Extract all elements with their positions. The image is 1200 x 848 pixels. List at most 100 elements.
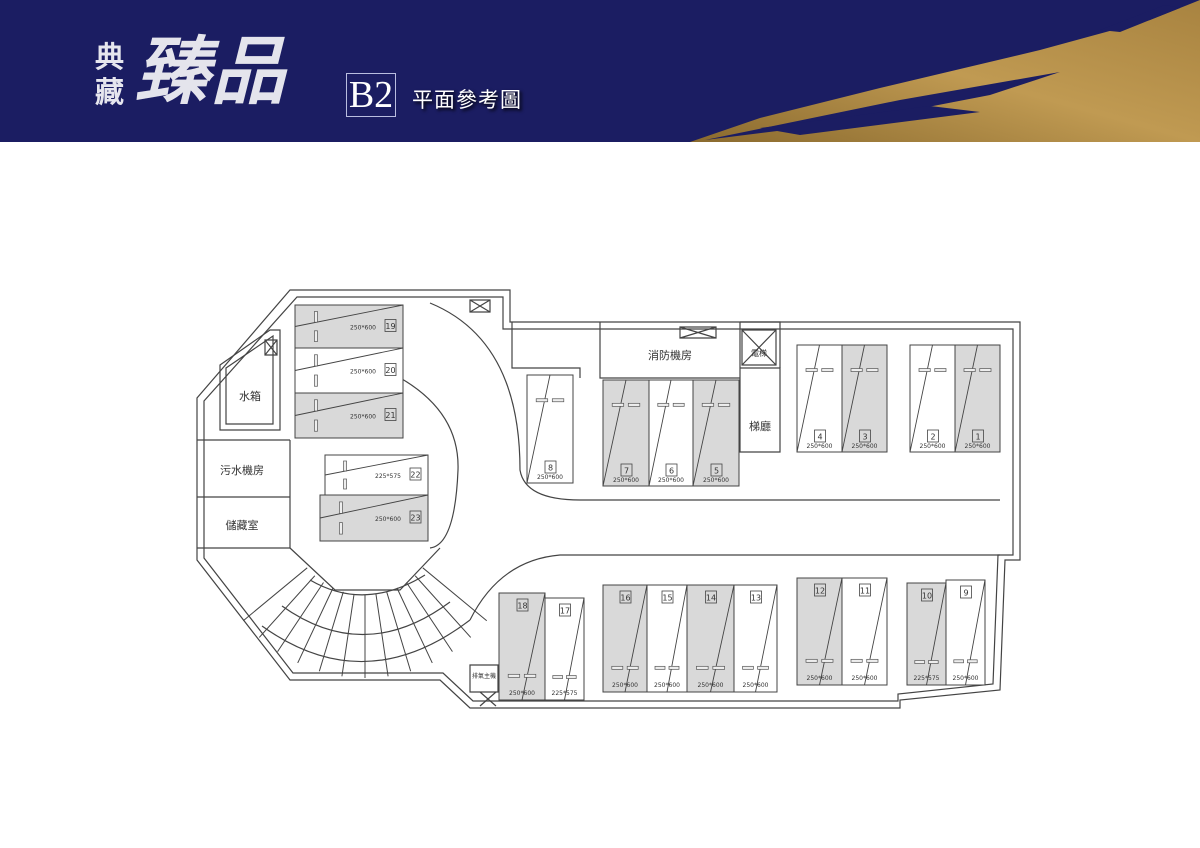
wheel-stop <box>654 665 666 670</box>
stall-number: 11 <box>860 587 870 596</box>
stall-number: 13 <box>751 594 761 603</box>
wheel-stop <box>821 368 834 372</box>
stall-number: 16 <box>620 594 630 603</box>
stall-size: 250*600 <box>703 477 729 484</box>
stall-size: 250*600 <box>852 443 878 450</box>
stall-turn-guide <box>294 392 404 438</box>
wheel-stop <box>507 673 521 678</box>
wheel-stop <box>821 658 834 663</box>
stair-tread <box>341 594 355 677</box>
stall-number: 19 <box>385 322 395 331</box>
stall-turn-guide <box>324 454 429 495</box>
stall-number: 18 <box>517 602 527 611</box>
stall-number: 14 <box>706 594 716 603</box>
stair-tread <box>414 575 472 638</box>
stall-number-box <box>384 363 397 376</box>
stall-number-box <box>972 429 984 443</box>
stair-tread <box>318 591 344 672</box>
stall-number: 7 <box>624 467 629 476</box>
stair-tread <box>396 587 433 664</box>
stall-turn-guide <box>647 584 688 693</box>
stall-size: 250*600 <box>350 325 376 332</box>
wheel-stop <box>535 398 549 403</box>
stair-tread <box>406 582 453 652</box>
stall-size: 250*600 <box>698 682 724 689</box>
wheel-stop <box>979 368 992 372</box>
wheel-stop <box>523 673 537 678</box>
brand-prefix: 典藏 <box>95 40 125 109</box>
wheel-stop <box>672 402 685 407</box>
floor-label: B2 <box>346 73 396 117</box>
wheel-stop <box>701 402 715 407</box>
stall-number-box <box>384 408 397 421</box>
stall-outline <box>544 597 585 701</box>
stall-size: 225*575 <box>552 690 578 697</box>
wheel-stop <box>805 368 818 372</box>
wheel-stop <box>914 660 925 664</box>
stall-size: 250*600 <box>658 477 684 484</box>
room-elevator: 電梯 <box>751 348 767 358</box>
stall-size: 250*600 <box>350 414 376 421</box>
wheel-stop <box>627 402 641 407</box>
stall-outline <box>841 344 888 453</box>
wheel-stop <box>314 399 318 412</box>
stall-size: 250*600 <box>537 474 563 481</box>
stall-turn-guide <box>319 494 429 541</box>
stair-tread <box>277 582 324 652</box>
stall-number-box <box>620 463 633 477</box>
stall-number: 1 <box>975 433 980 442</box>
stall-number-box <box>544 460 557 474</box>
wheel-stop <box>314 374 318 387</box>
wheel-stop <box>657 402 670 407</box>
stall-number-box <box>859 583 871 597</box>
stall-number-box <box>665 463 678 477</box>
room-sewage: 污水機房 <box>220 463 264 477</box>
stair-tread <box>297 587 334 664</box>
stall-size: 250*600 <box>920 443 946 450</box>
wheel-stop <box>668 665 680 670</box>
stall-turn-guide <box>687 584 735 693</box>
stall-size: 250*600 <box>654 682 680 689</box>
stall-outline <box>602 379 650 487</box>
parking-stalls: 1250*6002250*6003250*6004250*6005250*600… <box>294 304 1001 701</box>
wheel-stop <box>552 675 563 679</box>
wheel-stop <box>611 665 624 670</box>
building-walls <box>196 289 1021 709</box>
stall-number-box <box>921 588 933 602</box>
wheel-stop <box>314 419 318 432</box>
stall-number-box <box>384 319 397 332</box>
stall-outline <box>796 344 843 453</box>
wheel-stop <box>551 398 565 403</box>
stall-outline <box>648 379 694 487</box>
stall-size: 250*600 <box>613 477 639 484</box>
stall-number-box <box>814 583 826 597</box>
stall-outline <box>692 379 740 487</box>
stall-size: 250*600 <box>807 443 833 450</box>
stall-turn-guide <box>499 592 546 701</box>
room-exhaust: 排氣主機 <box>472 672 496 680</box>
stall-number-box <box>409 510 422 524</box>
page-title: 平面參考圖 <box>412 88 522 112</box>
stall-turn-guide <box>796 344 842 453</box>
wheel-stop <box>757 665 769 670</box>
parking-stall-19: 19 250*600 <box>294 304 404 349</box>
stall-number: 2 <box>930 433 935 442</box>
wheel-stop <box>611 402 625 407</box>
wheel-stop <box>339 522 343 535</box>
stall-number-box <box>710 463 723 477</box>
stall-size: 250*600 <box>375 516 401 523</box>
stall-number-box <box>960 585 972 599</box>
